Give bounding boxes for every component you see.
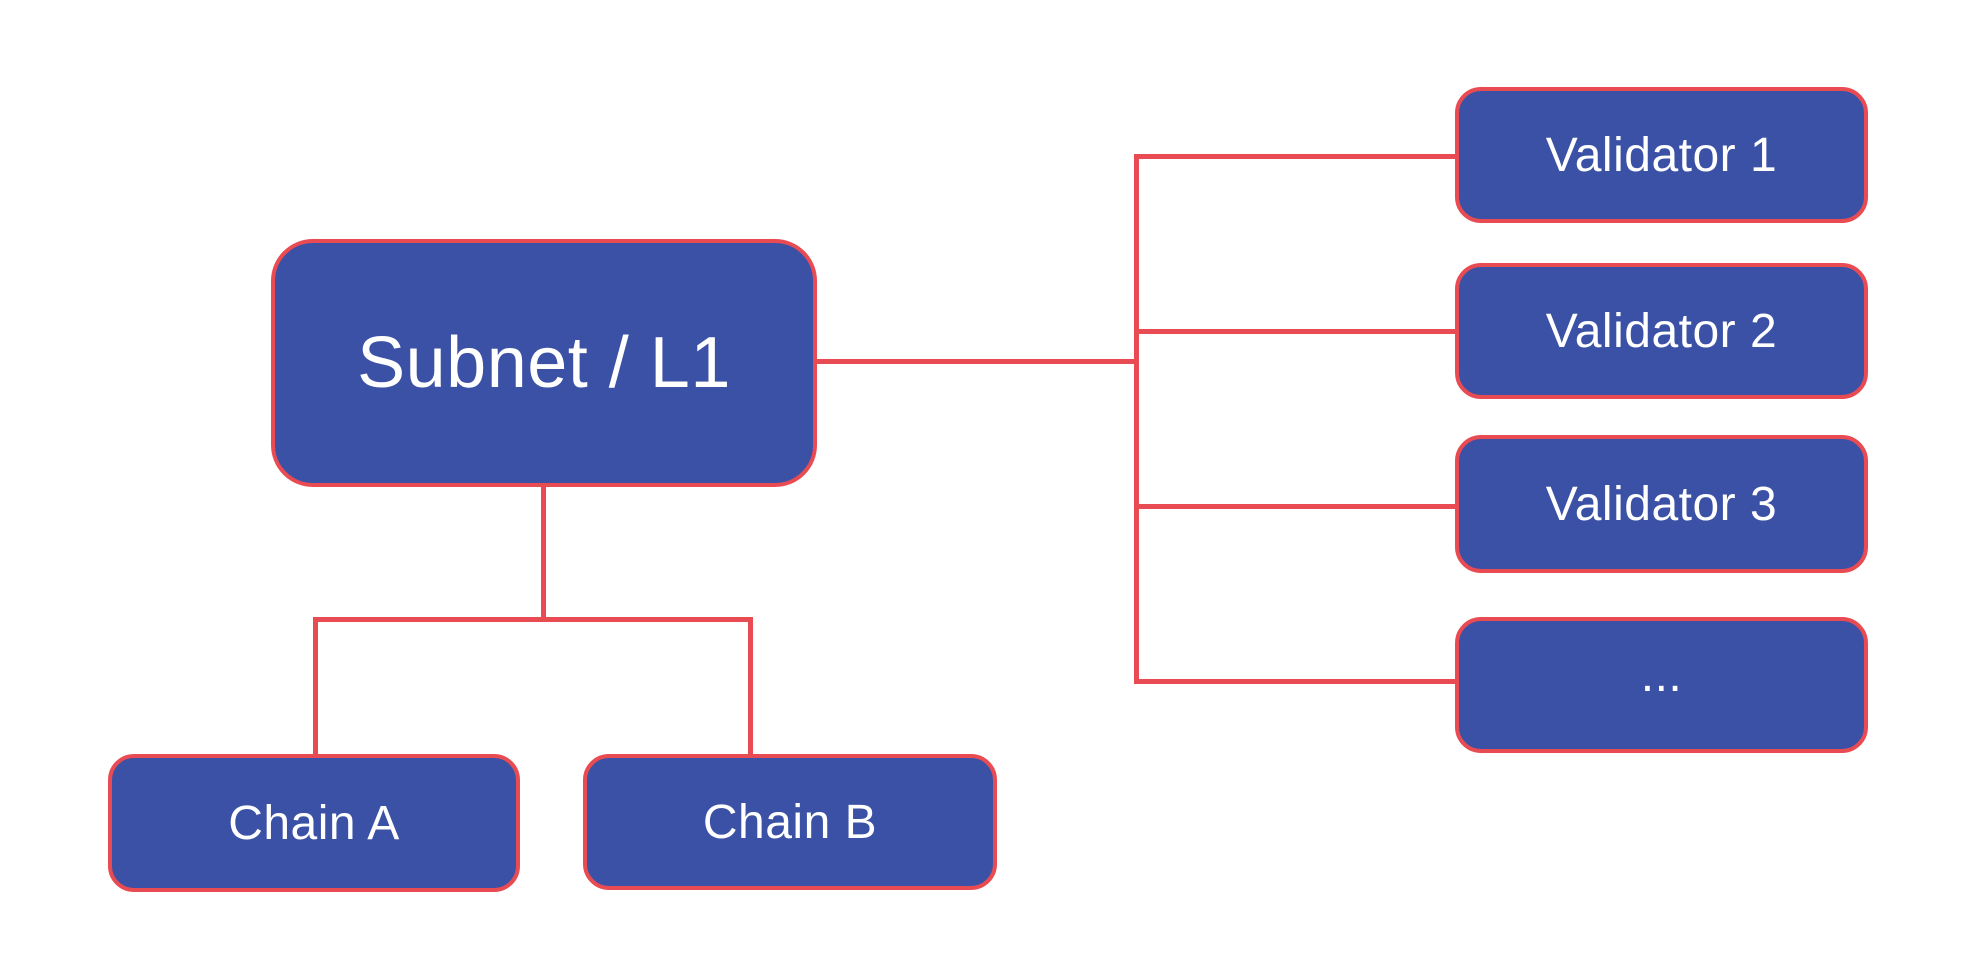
node-subnet-l1: Subnet / L1 [271,239,817,487]
node-chain-a-label: Chain A [228,796,400,850]
node-subnet-l1-label: Subnet / L1 [357,323,731,403]
node-chain-b: Chain B [583,754,997,890]
node-validator-2: Validator 2 [1455,263,1868,399]
connector-branch-validator-more [1134,679,1455,684]
connector-chains-tbar [313,617,753,622]
node-validator-3: Validator 3 [1455,435,1868,573]
node-chain-a: Chain A [108,754,520,892]
connector-subnet-drop [541,487,546,620]
connector-chain-a-drop [313,617,318,754]
connector-subnet-to-trunk [817,359,1139,364]
node-validator-3-label: Validator 3 [1545,477,1778,531]
connector-validator-trunk [1134,154,1139,684]
node-validator-1: Validator 1 [1455,87,1868,223]
connector-branch-validator-3 [1134,504,1455,509]
node-validator-more: ... [1455,617,1868,753]
connector-branch-validator-1 [1134,154,1455,159]
node-validator-1-label: Validator 1 [1545,128,1778,182]
node-chain-b-label: Chain B [702,795,878,849]
connector-chain-b-drop [748,617,753,754]
node-validator-more-label: ... [1640,648,1683,702]
node-validator-2-label: Validator 2 [1545,304,1778,358]
connector-branch-validator-2 [1134,329,1455,334]
